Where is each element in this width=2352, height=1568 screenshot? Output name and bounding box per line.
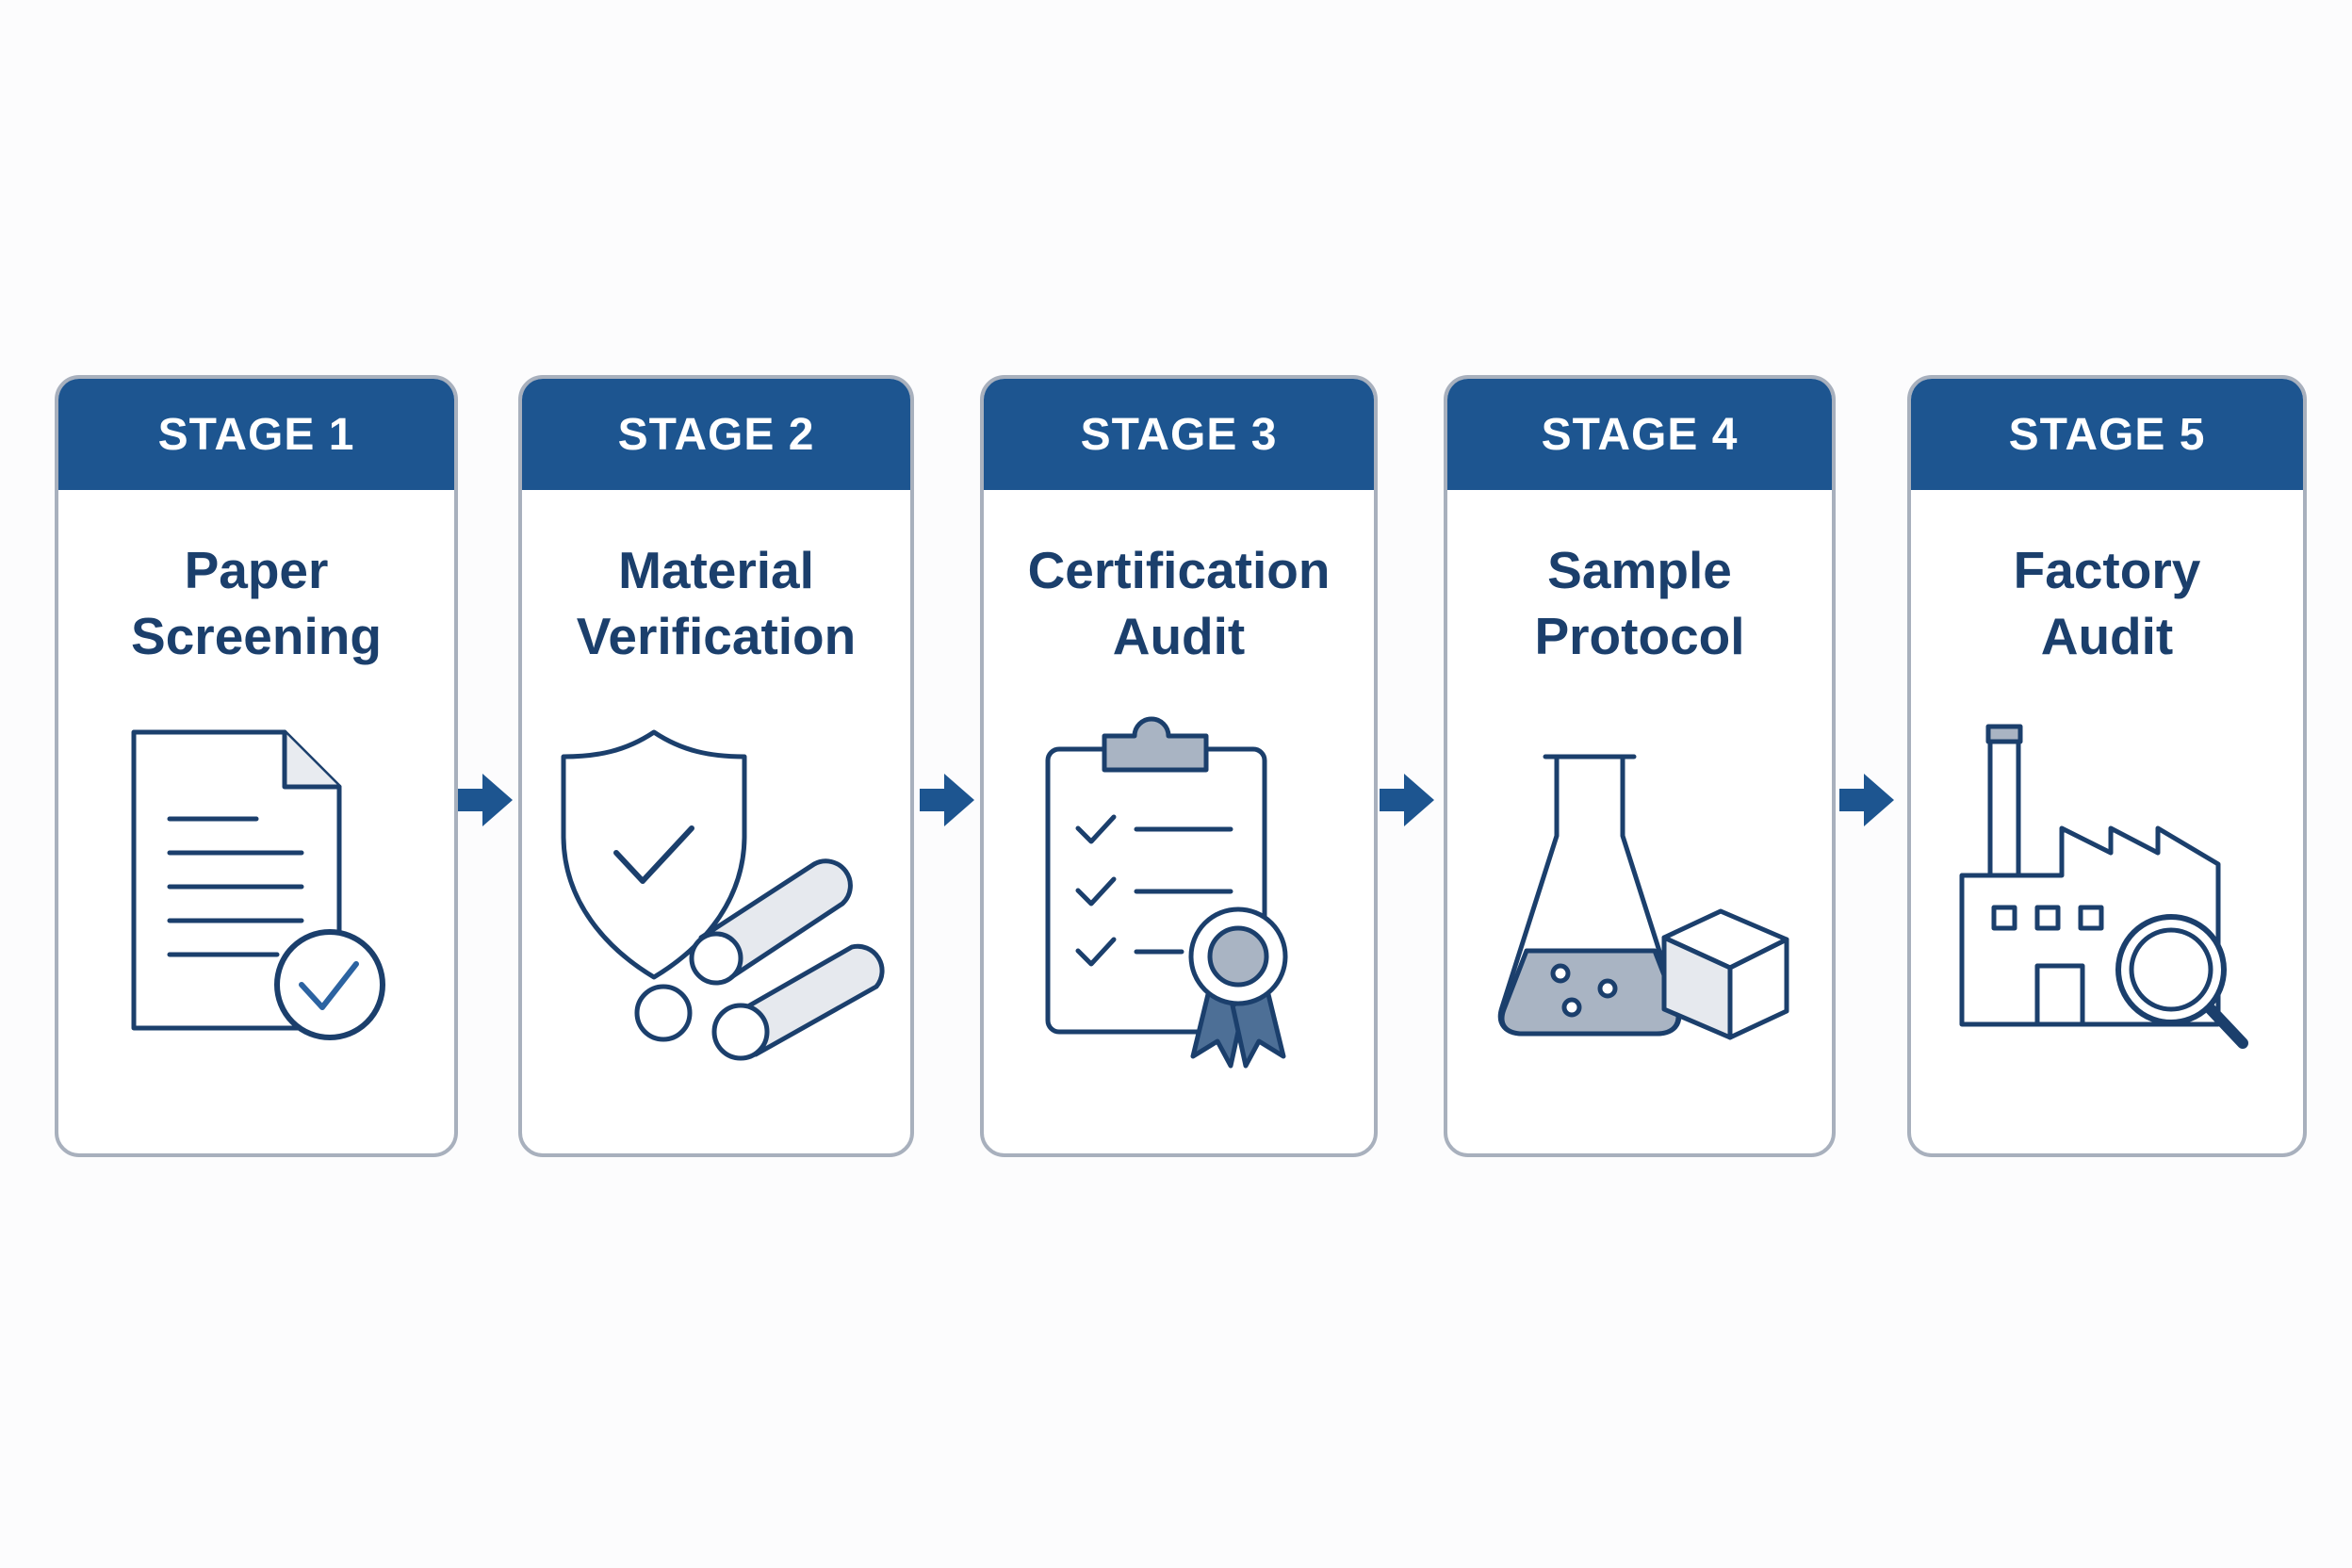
arrow-right-icon — [1839, 770, 1896, 830]
stage-card-4: STAGE 4 Sample Protocol — [1444, 375, 1836, 1157]
stage-title-line: Sample — [1547, 541, 1732, 599]
factory-inspection-icon — [1911, 704, 2303, 1081]
stage-title-line: Certification — [1027, 541, 1331, 599]
clipboard-award-icon — [984, 704, 1374, 1081]
stage-header-5: STAGE 5 — [1911, 379, 2303, 490]
stage-header-4: STAGE 4 — [1447, 379, 1832, 490]
stage-title-5: Factory Audit — [1911, 537, 2303, 669]
stage-title-line: Audit — [2040, 607, 2174, 665]
stage-title-line: Screening — [131, 607, 382, 665]
flask-sample-icon — [1447, 704, 1832, 1081]
stage-title-line: Paper — [184, 541, 329, 599]
arrow-right-icon — [1380, 770, 1436, 830]
stage-header-3: STAGE 3 — [984, 379, 1374, 490]
stage-title-3: Certification Audit — [984, 537, 1374, 669]
arrow-right-icon — [458, 770, 514, 830]
document-check-icon — [58, 704, 454, 1081]
stage-title-line: Verification — [576, 607, 857, 665]
shield-materials-icon — [522, 704, 910, 1081]
stage-title-4: Sample Protocol — [1447, 537, 1832, 669]
stage-header-2: STAGE 2 — [522, 379, 910, 490]
stage-title-1: Paper Screening — [58, 537, 454, 669]
stage-title-line: Audit — [1112, 607, 1246, 665]
stage-card-1: STAGE 1 Paper Screening — [55, 375, 458, 1157]
stage-header-1: STAGE 1 — [58, 379, 454, 490]
stage-title-line: Material — [618, 541, 814, 599]
stage-card-3: STAGE 3 Certification Audit — [980, 375, 1378, 1157]
stage-card-2: STAGE 2 Material Verification — [518, 375, 914, 1157]
stage-title-line: Protocol — [1534, 607, 1745, 665]
stage-card-5: STAGE 5 Factory Audit — [1907, 375, 2307, 1157]
stage-title-2: Material Verification — [522, 537, 910, 669]
stage-title-line: Factory — [2013, 541, 2201, 599]
arrow-right-icon — [920, 770, 976, 830]
